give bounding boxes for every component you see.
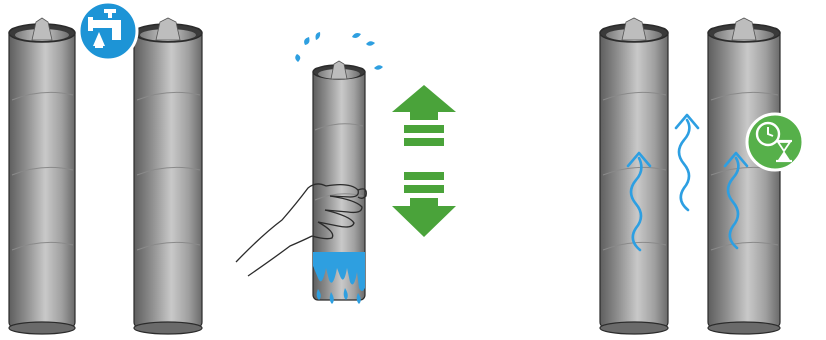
core-tube-left-2 [134, 18, 202, 334]
core-tube-right-1 [600, 18, 668, 334]
wavy-up-arrow-icon [676, 115, 698, 210]
dry-step [600, 18, 803, 334]
rinse-step [9, 2, 202, 334]
up-arrow-icon [392, 85, 456, 146]
water-tap-icon [79, 2, 137, 60]
core-tube-left-1 [9, 18, 75, 334]
down-arrow-icon [392, 172, 456, 237]
shake-step [236, 32, 456, 304]
clock-hourglass-icon [747, 114, 803, 170]
core-tube-right-2 [708, 18, 780, 334]
core-tube-held [313, 61, 365, 304]
